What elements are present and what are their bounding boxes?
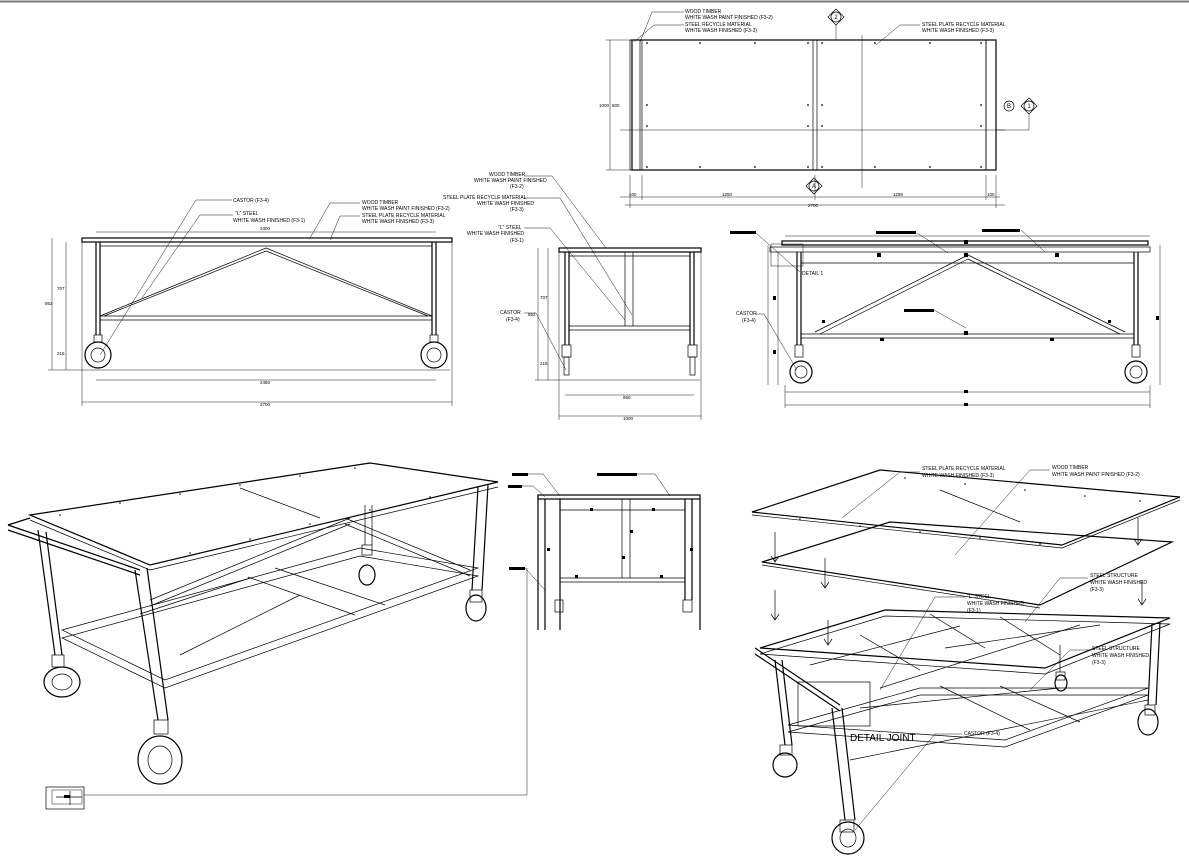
detail-joint-label: DETAIL JOINT — [850, 733, 916, 744]
svg-text:1: 1 — [1027, 104, 1031, 110]
persp-castor-back-left-icon — [358, 544, 376, 586]
front-callout-steel-plate: STEEL PLATE RECYCLE MATERIAL — [362, 213, 446, 219]
exploded-callout-steel-structure-2-code: (F3-3) — [1092, 660, 1106, 666]
front-castor-left-icon — [84, 334, 112, 369]
plan-callout-steel-plate-finish: WHITE WASH FINISHED (F3-3) — [922, 28, 994, 34]
plan-callout-wood-timber: WOOD TIMBER — [685, 9, 722, 15]
front-lower-dim: 215 — [57, 351, 65, 356]
front-elevation-view: 862 707 215 2300 2450 2700 CASTOR (F3-4)… — [45, 198, 453, 407]
section-callout-castor-code: (F3-4) — [742, 318, 756, 324]
exploded-callout-steel-structure-1-finish: WHITE WASH FINISHED — [1090, 580, 1147, 586]
exploded-perspective-view: DETAIL JOINT STEEL PLATE RECYCLE MATERIA… — [751, 465, 1181, 855]
exploded-callout-l-steel-finish: WHITE WASH FINISHED — [967, 601, 1024, 607]
detail-joint-box — [797, 681, 871, 727]
plan-callout-wood-timber-finish: WHITE WASH PAINT FINISHED (F3-2) — [685, 15, 773, 21]
persp-castor-back-right-icon — [465, 589, 487, 622]
side-callout-castor: CASTOR — [500, 310, 521, 316]
side-castor-left-icon — [561, 344, 572, 376]
side-callout-l-steel-3: (F3-1) — [510, 238, 524, 244]
plan-half-right-dim: 1250 — [893, 192, 904, 197]
exploded-castor-front-right-icon — [831, 819, 865, 855]
side-callout-steel-plate-3: (F3-3) — [510, 207, 524, 213]
front-mid-dim: 2450 — [260, 380, 271, 385]
section-castor-right-icon — [1124, 344, 1148, 384]
side-castor-right-icon — [687, 344, 698, 376]
plan-edge-left-dim: 100 — [629, 192, 637, 197]
exploded-callout-steel-structure-1-code: (F3-3) — [1090, 587, 1104, 593]
front-callout-l-steel-finish: WHITE WASH FINISHED (F3-1) — [233, 218, 305, 224]
perspective-assembled-view — [7, 462, 499, 785]
section-tag-2-icon: 2 — [827, 8, 845, 26]
plan-callout-steel-recycle-finish: WHITE WASH FINISHED (F3-3) — [685, 28, 757, 34]
side-callout-steel-plate-1: STEEL PLATE RECYCLE MATERIAL — [443, 195, 527, 201]
exploded-callout-castor: CASTOR (F3-4) — [964, 731, 1000, 737]
front-top-dim: 2300 — [260, 226, 271, 231]
svg-text:B: B — [1007, 104, 1011, 110]
side-upper-dim: 707 — [540, 295, 548, 300]
svg-text:2: 2 — [834, 15, 838, 21]
section-detail-1-label: DETAIL 1 — [802, 271, 823, 277]
plan-depth-dim: 1000 — [599, 103, 610, 108]
explode-arrow-5-icon — [823, 620, 833, 646]
front-callout-wood-timber: WOOD TIMBER — [362, 200, 399, 206]
side-callout-l-steel-1: "L" STEEL — [498, 225, 522, 231]
section-castor-left-icon — [789, 344, 813, 384]
exploded-callout-steel-structure-1: STEEL STRUCTURE — [1090, 573, 1139, 579]
section-tag-a-icon: A — [805, 177, 823, 195]
front-callout-wood-timber-finish: WHITE WASH PAINT FINISHED (F3-2) — [362, 206, 450, 212]
plan-edge-right-dim: 100 — [987, 192, 995, 197]
section-tag-1-icon: 1 — [1020, 97, 1038, 115]
side-lower-dim: 215 — [540, 361, 548, 366]
explode-arrow-4-icon — [770, 590, 780, 621]
side-callout-wood-timber-1: WOOD TIMBER — [489, 172, 526, 178]
exploded-castor-back-left-icon — [1054, 671, 1068, 692]
front-callout-steel-plate-finish: WHITE WASH FINISHED (F3-3) — [362, 219, 434, 225]
plan-half-left-dim: 1250 — [722, 192, 733, 197]
exploded-callout-steel-structure-2: STEEL STRUCTURE — [1092, 646, 1141, 652]
plan-width-total-dim: 2700 — [808, 203, 819, 208]
exploded-callout-steel-plate-finish: WHITE WASH FINISHED (F3-3) — [922, 473, 994, 479]
section-callout-castor: CASTOR — [736, 311, 757, 317]
explode-arrow-2-icon — [820, 558, 830, 589]
persp-castor-front-left-icon — [43, 654, 81, 698]
exploded-castor-back-right-icon — [1137, 704, 1159, 736]
exploded-callout-steel-structure-2-finish: WHITE WASH FINISHED — [1092, 653, 1149, 659]
explode-arrow-3-icon — [1133, 518, 1143, 546]
explode-arrow-1-icon — [770, 532, 780, 563]
top-plan-view: 1000 800 100 1250 1250 100 2700 2 B 1 A — [599, 8, 1038, 208]
detail-reference-box — [45, 786, 85, 810]
exploded-callout-wood-timber-finish: WHITE WASH PAINT FINISHED (F3-2) — [1052, 472, 1140, 478]
explode-arrow-6-icon — [1137, 580, 1147, 606]
side-callout-steel-plate-2: WHITE WASH FINISHED — [477, 201, 534, 207]
side-elevation-view: 862 707 215 850 1000 WOOD TIMBER WHITE W… — [443, 172, 702, 421]
center-section-detail-view — [508, 473, 701, 630]
side-callout-wood-timber-2: WHITE WASH PAINT FINISHED — [474, 178, 547, 184]
exploded-callout-steel-plate: STEEL PLATE RECYCLE MATERIAL — [922, 466, 1006, 472]
front-height-dim: 862 — [45, 301, 53, 306]
side-callout-castor-code: (F3-4) — [506, 317, 520, 323]
exploded-callout-wood-timber: WOOD TIMBER — [1052, 465, 1089, 471]
section-tag-b-icon: B — [1003, 100, 1015, 112]
side-callout-l-steel-2: WHITE WASH FINISHED — [467, 231, 524, 237]
side-total-dim: 1000 — [623, 416, 634, 421]
front-total-dim: 2700 — [260, 402, 271, 407]
plan-callout-steel-recycle: STEEL RECYCLE MATERIAL — [685, 22, 752, 28]
front-callout-l-steel: "L" STEEL — [235, 211, 259, 217]
exploded-callout-l-steel: "L" STEEL — [967, 594, 991, 600]
svg-text:A: A — [812, 184, 816, 190]
side-callout-wood-timber-3: (F3-2) — [510, 184, 524, 190]
persp-castor-front-right-icon — [137, 719, 183, 785]
front-upper-dim: 707 — [57, 286, 65, 291]
exploded-callout-l-steel-code: (F3-1) — [967, 608, 981, 614]
exploded-castor-front-left-icon — [772, 744, 798, 778]
side-height-dim: 862 — [528, 312, 536, 317]
front-callout-castor: CASTOR (F3-4) — [233, 198, 269, 204]
side-inner-dim: 850 — [623, 395, 631, 400]
front-castor-right-icon — [420, 334, 448, 369]
plan-callout-steel-plate: STEEL PLATE RECYCLE MATERIAL — [922, 22, 1006, 28]
plan-depth-inner-dim: 800 — [612, 103, 620, 108]
section-elevation-view: DETAIL 1 — [730, 229, 1161, 408]
